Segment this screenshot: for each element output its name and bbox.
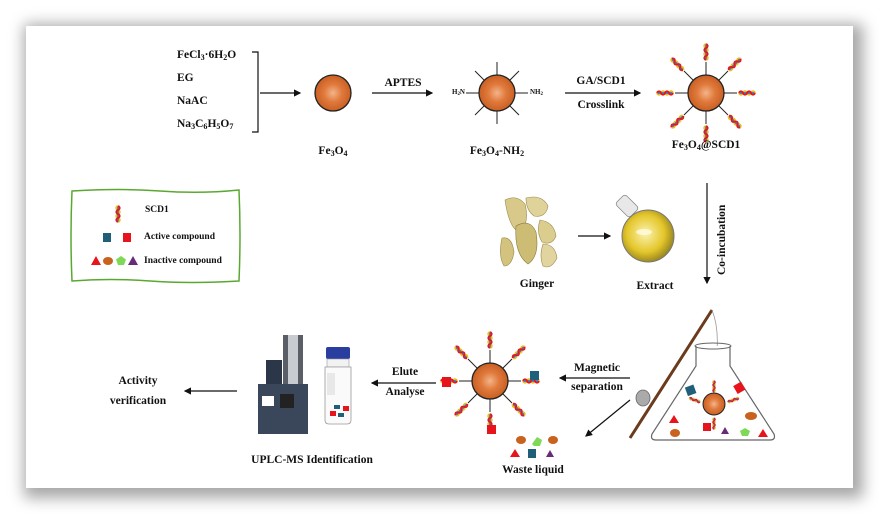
fe3o4-nh2-particle (466, 62, 528, 124)
legend-border (70, 188, 241, 284)
label-separation: separation (571, 381, 623, 393)
label-uplc-ms: UPLC-MS Identification (251, 454, 373, 466)
label-extract: Extract (636, 280, 674, 292)
arrow-to-waste (585, 399, 631, 437)
label-activity: Activity (118, 375, 158, 387)
extract-flask-image (615, 194, 675, 263)
label-crosslink: Crosslink (577, 99, 625, 111)
reagent-naac: NaAC (177, 95, 208, 107)
label-aptes: APTES (384, 77, 422, 89)
amine-left: H2N (452, 88, 465, 98)
legend-inactive-triangle-purple (128, 256, 138, 265)
uplc-ms-instrument-image (258, 335, 308, 434)
sample-vial-image (324, 347, 352, 425)
legend-inactive-pentagon (116, 256, 126, 265)
separation-flask-image (650, 342, 776, 441)
legend-inactive-triangle-red (91, 256, 101, 265)
waste-liquid-shapes (510, 436, 558, 458)
ginger-image (500, 196, 558, 268)
legend-inactive-ellipse (103, 257, 113, 265)
label-verification: verification (109, 395, 167, 407)
label-fe3o4-nh2: Fe3O4-NH2 (469, 145, 525, 158)
label-ginger: Ginger (519, 278, 555, 290)
legend-active-red (123, 233, 131, 242)
reagent-bracket (252, 51, 259, 133)
reagent-fecl3: FeCl3·6H2O (177, 49, 237, 62)
amine-right: NH2 (530, 88, 543, 98)
label-elute: Elute (391, 366, 419, 378)
reagent-citrate: Na3C6H5O7 (177, 118, 234, 131)
label-co-incubation: Co-incubation (716, 204, 728, 275)
legend-dna-icon (115, 204, 121, 224)
legend-label-inactive: Inactive compound (144, 256, 222, 266)
label-ga-scd1: GA/SCD1 (576, 75, 626, 87)
label-waste-liquid: Waste liquid (502, 464, 564, 476)
fe3o4-particle (314, 74, 352, 112)
label-fe3o4: Fe3O4 (318, 145, 348, 158)
fe3o4-scd1-particle (655, 42, 757, 144)
label-fe3o4-scd1: Fe3O4@SCD1 (671, 139, 741, 152)
bound-particle (439, 330, 541, 434)
reagent-eg: EG (177, 72, 194, 84)
label-magnetic: Magnetic (574, 362, 620, 374)
label-analyse: Analyse (385, 386, 425, 398)
legend-label-scd1: SCD1 (145, 205, 169, 215)
legend-active-blue (103, 233, 111, 242)
legend-label-active: Active compound (144, 232, 215, 242)
